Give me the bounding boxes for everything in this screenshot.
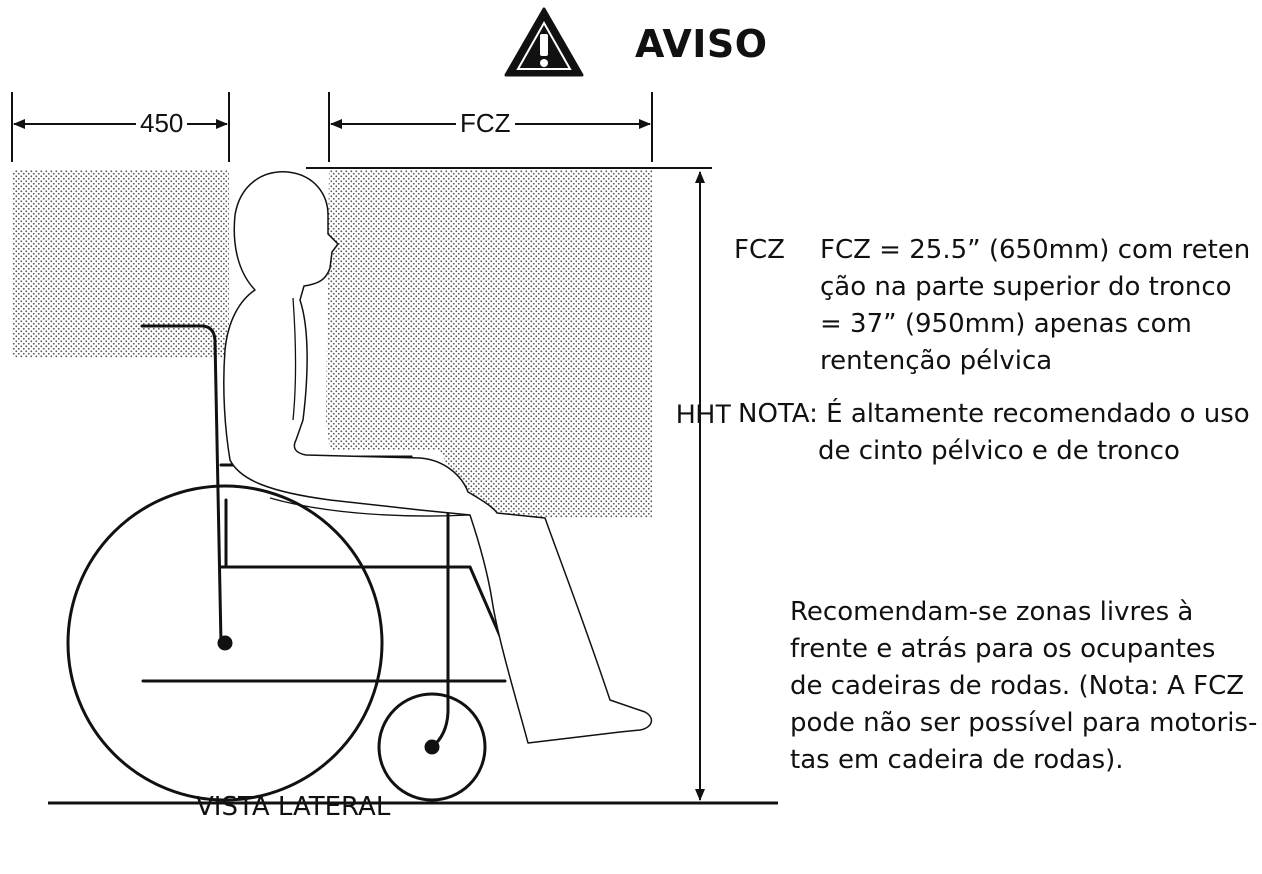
fcz-key-label: FCZ xyxy=(734,235,785,265)
head-height-label: HHT xyxy=(676,399,732,429)
nota-line: de cinto pélvico e de tronco xyxy=(818,436,1180,466)
fcz-line: FCZ = 25.5” (650mm) com reten xyxy=(820,235,1251,265)
recommendation-line: frente e atrás para os ocupantes xyxy=(790,634,1216,664)
fcz-line: rentenção pélvica xyxy=(820,346,1053,376)
front-caster xyxy=(377,692,487,802)
warning-triangle-icon xyxy=(504,7,584,77)
rear-clear-zone xyxy=(12,170,229,358)
warning-title: AVISO xyxy=(635,22,768,66)
view-label: VISTA LATERAL xyxy=(196,792,391,822)
nota-line: NOTA: É altamente recomendado o uso xyxy=(738,399,1250,429)
fcz-definition: FCZ = 25.5” (650mm) com reten ção na par… xyxy=(820,232,1260,380)
rear-wheel xyxy=(66,484,384,802)
recommendation-line: tas em cadeira de rodas). xyxy=(790,745,1124,775)
rear-clearance-dimension: 450 xyxy=(136,108,188,138)
seated-person xyxy=(223,171,653,744)
fcz-line: ção na parte superior do tronco xyxy=(820,272,1232,302)
front-clear-zone xyxy=(326,170,652,518)
nota-text: NOTA: É altamente recomendado o uso de c… xyxy=(738,396,1250,470)
recommendation-line: Recomendam-se zonas livres à xyxy=(790,597,1194,627)
recommendation-line: de cadeiras de rodas. (Nota: A FCZ xyxy=(790,671,1245,701)
front-clearance-dimension: FCZ xyxy=(456,108,515,138)
recommendation-line: pode não ser possível para motoris- xyxy=(790,708,1258,738)
fcz-line: = 37” (950mm) apenas com xyxy=(820,309,1192,339)
recommendation-text: Recomendam-se zonas livres à frente e at… xyxy=(790,594,1257,779)
